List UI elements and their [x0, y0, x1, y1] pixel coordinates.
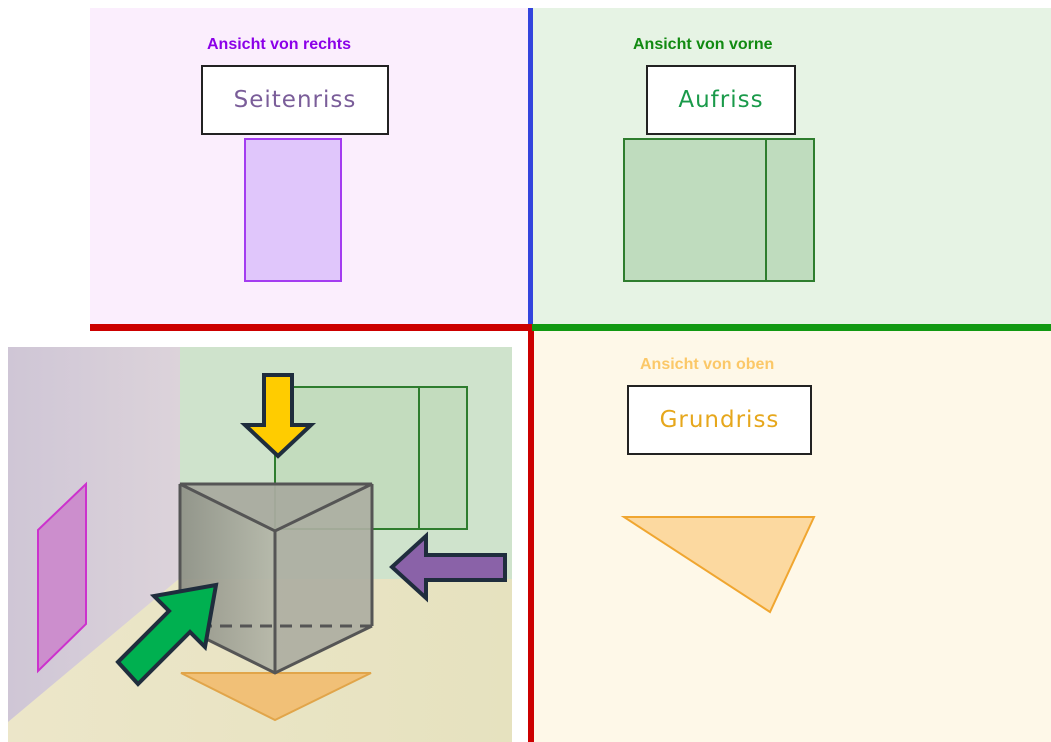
aufriss-label: Aufriss [646, 65, 796, 135]
side-view-rectangle [244, 138, 342, 282]
front-view-heading: Ansicht von vorne [633, 36, 773, 53]
axis-vertical-upper-blue [528, 8, 533, 330]
top-view-heading: Ansicht von oben [640, 356, 775, 373]
inset-3d-scene [8, 347, 512, 742]
right-view-heading: Ansicht von rechts [207, 36, 352, 53]
axis-horizontal-left-red [90, 324, 532, 331]
top-arrow [239, 373, 317, 459]
axis-vertical-lower-red [528, 326, 534, 742]
side-projection [37, 481, 87, 674]
axis-horizontal-right-green [532, 324, 1051, 331]
grundriss-label: Grundriss [627, 385, 812, 455]
front-arrow [115, 582, 219, 687]
seitenriss-label: Seitenriss [201, 65, 389, 135]
top-view-triangle [620, 516, 816, 614]
right-arrow [389, 531, 507, 603]
front-view-rectangle [623, 138, 815, 282]
